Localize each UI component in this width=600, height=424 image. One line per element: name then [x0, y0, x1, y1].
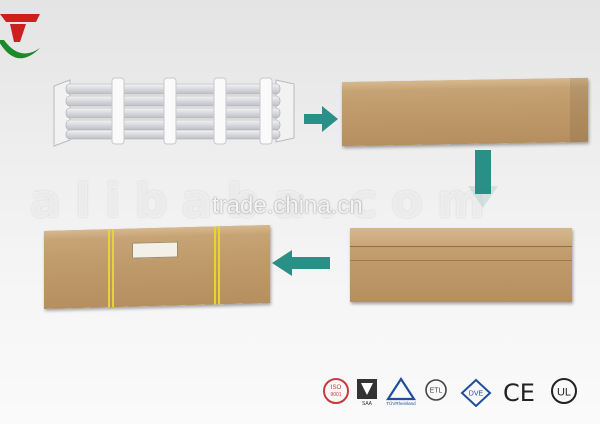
arrow-right-icon	[304, 106, 338, 132]
iso-9001-icon: ISO 9001	[323, 378, 349, 404]
strap-band	[218, 226, 220, 305]
svg-text:ETL: ETL	[430, 388, 443, 395]
watermark-alibaba: alibaba.com	[30, 174, 499, 228]
banded-carton-image	[44, 225, 270, 309]
svg-text:9001: 9001	[330, 392, 341, 398]
arrow-left-icon	[272, 250, 330, 276]
svg-text:TÜVRheinland: TÜVRheinland	[386, 400, 416, 406]
svg-text:DVE: DVE	[469, 391, 484, 398]
tube-bundle-image	[53, 77, 295, 147]
ce-icon: CE	[503, 379, 535, 407]
svg-text:SAA: SAA	[362, 401, 373, 407]
svg-text:ISO: ISO	[331, 385, 342, 391]
saa-icon: SAA	[357, 379, 377, 407]
watermark-trade-china: trade.china.cn	[212, 192, 363, 219]
strap-band	[108, 229, 110, 308]
shipping-label	[132, 241, 178, 259]
carton-image	[350, 228, 572, 302]
svg-text:UL: UL	[557, 387, 571, 399]
dve-icon: DVE	[460, 378, 492, 407]
strap-band	[112, 229, 114, 308]
strap-band	[214, 226, 216, 305]
shipping-label	[136, 282, 176, 291]
arrow-down-icon	[468, 150, 498, 208]
etl-icon: ETL	[425, 379, 447, 401]
carton-image	[342, 77, 588, 147]
tuv-icon: TÜVRheinland	[385, 377, 416, 406]
svg-text:CE: CE	[503, 379, 535, 407]
ul-icon: UL	[551, 378, 577, 404]
company-logo-icon	[0, 14, 40, 59]
